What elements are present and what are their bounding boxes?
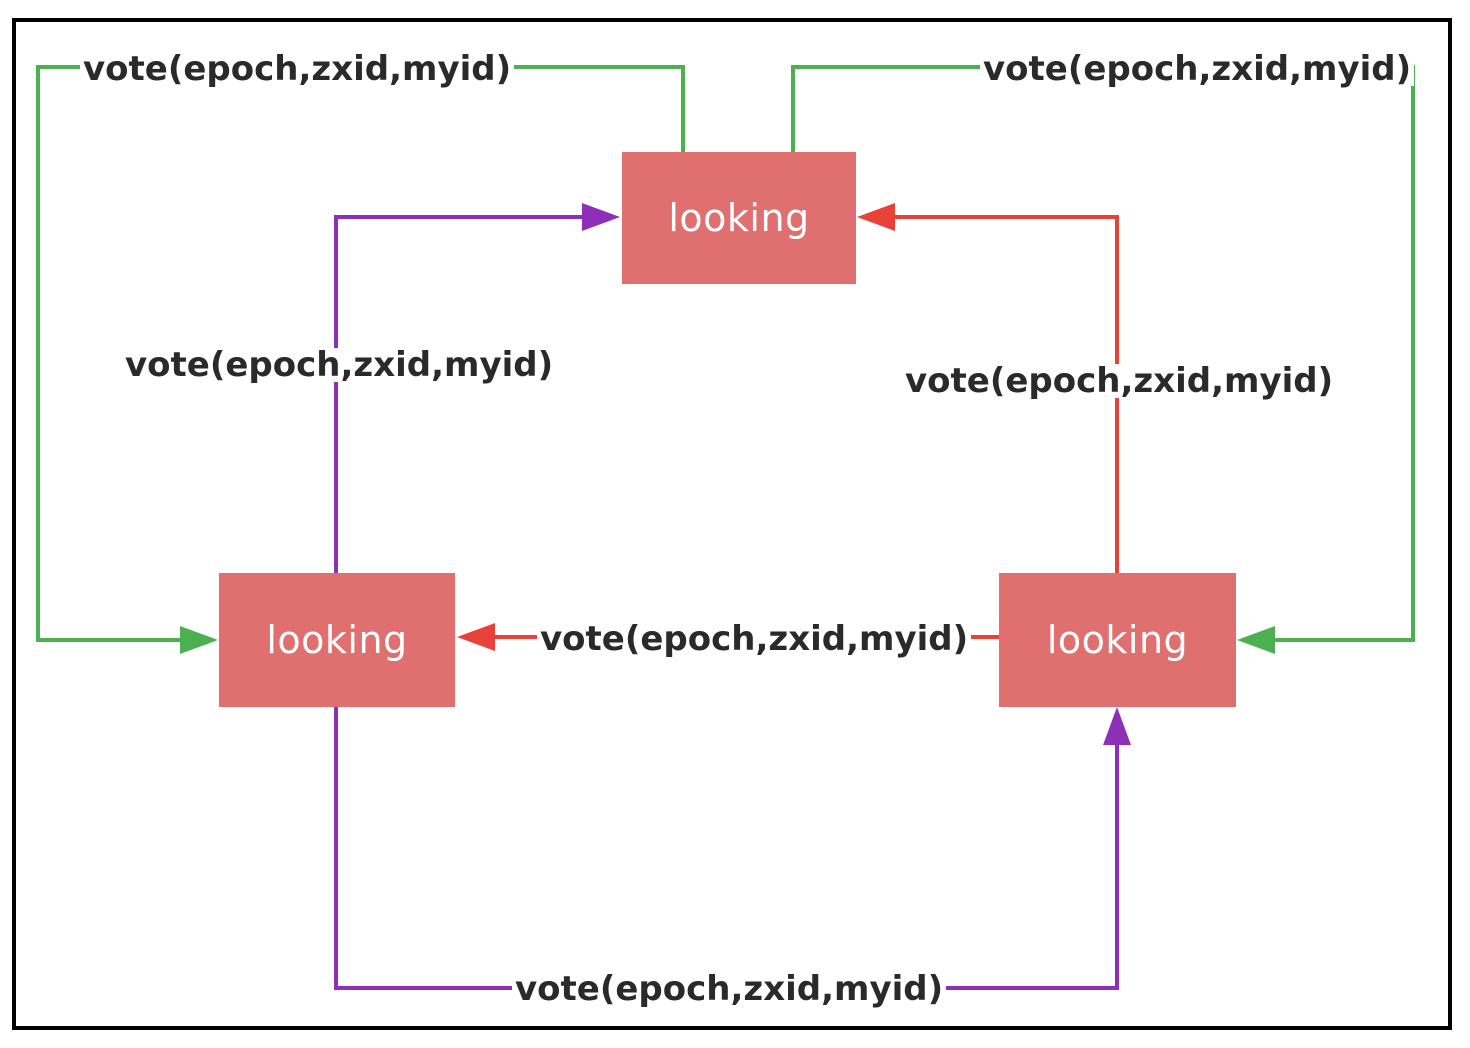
diagram-frame bbox=[12, 18, 1452, 1030]
node-label: looking bbox=[1046, 618, 1189, 662]
edge-purple-bottom bbox=[334, 707, 1119, 990]
edge-purple-left bbox=[334, 215, 600, 573]
edge-label-red-middle: vote(epoch,zxid,myid) bbox=[537, 622, 972, 656]
edge-label-green-left: vote(epoch,zxid,myid) bbox=[80, 52, 515, 86]
edge-label-green-right: vote(epoch,zxid,myid) bbox=[980, 52, 1415, 86]
edge-label-red-right: vote(epoch,zxid,myid) bbox=[902, 364, 1337, 398]
edge-green-right bbox=[791, 65, 1415, 642]
arrowhead-purple-left bbox=[582, 203, 620, 231]
edge-red-right bbox=[875, 215, 1119, 573]
node-label: looking bbox=[668, 196, 810, 240]
node-looking-right: looking bbox=[999, 573, 1236, 707]
node-looking-top: looking bbox=[622, 152, 856, 284]
edge-label-purple-left: vote(epoch,zxid,myid) bbox=[122, 348, 557, 382]
arrowhead-red-right bbox=[857, 203, 895, 231]
arrowhead-purple-bottom bbox=[1103, 707, 1131, 745]
edge-label-purple-bottom: vote(epoch,zxid,myid) bbox=[512, 972, 947, 1006]
edge-green-left bbox=[36, 65, 685, 642]
node-looking-left: looking bbox=[219, 573, 455, 707]
arrowhead-red-middle bbox=[457, 623, 495, 651]
arrowhead-green-right bbox=[1237, 626, 1275, 654]
arrowhead-green-left bbox=[180, 626, 218, 654]
node-label: looking bbox=[266, 618, 408, 662]
